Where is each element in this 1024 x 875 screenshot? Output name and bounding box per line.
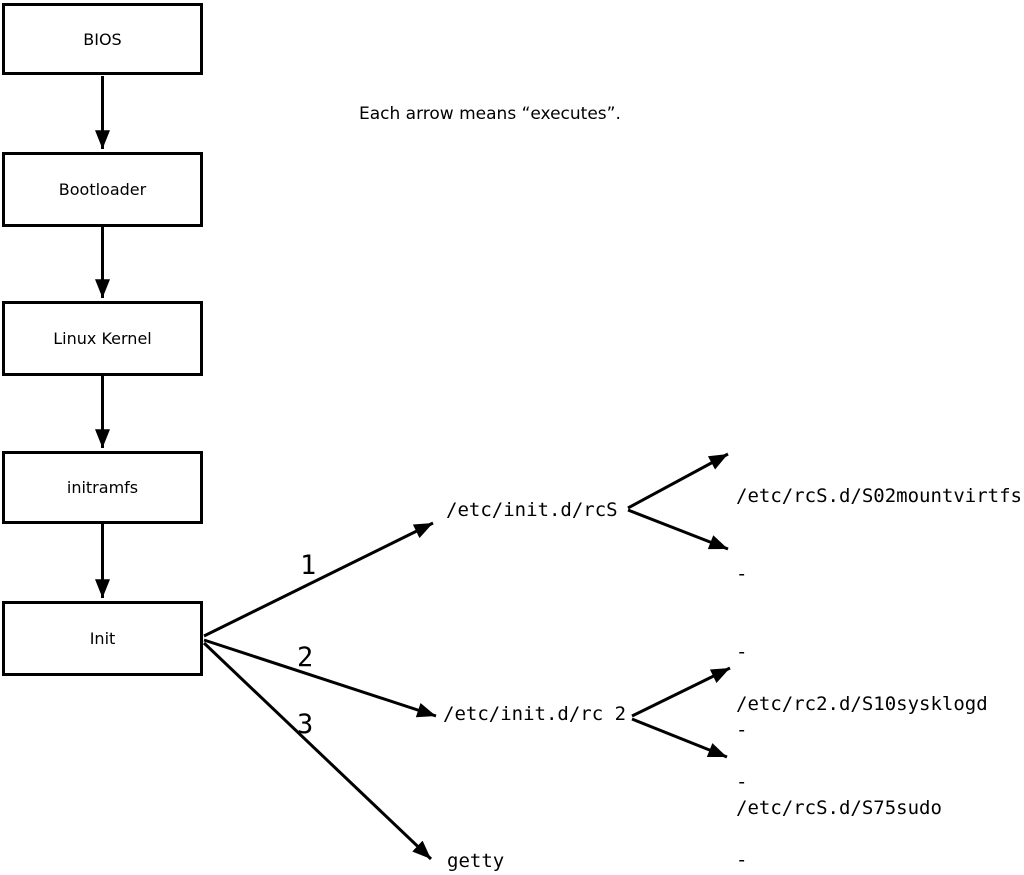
node-linux-kernel: Linux Kernel bbox=[2, 301, 203, 376]
target-getty-label: getty bbox=[447, 850, 505, 872]
node-bootloader-label: Bootloader bbox=[58, 180, 147, 199]
node-bios-label: BIOS bbox=[83, 29, 122, 49]
node-bootloader: Bootloader bbox=[2, 152, 203, 227]
node-init: Init bbox=[2, 601, 203, 676]
rcs-script-ellipsis-dash: - bbox=[736, 719, 748, 741]
branch-label-2: 2 bbox=[297, 642, 314, 673]
rc2-script-s10sysklogd: /etc/rc2.d/S10sysklogd bbox=[736, 693, 988, 715]
legend-note: Each arrow means “executes”. bbox=[359, 104, 621, 124]
rcs-script-s75sudo: /etc/rcS.d/S75sudo bbox=[736, 797, 942, 819]
arrow-init-to-rcs bbox=[203, 521, 434, 638]
branch-label-3: 3 bbox=[297, 709, 314, 740]
arrow-rc2-to-s10sysklogd bbox=[631, 666, 731, 718]
rcs-script-list: /etc/rcS.d/S02mountvirtfs - - - /etc/rcS… bbox=[736, 431, 1022, 873]
arrow-rc2-to-s99gdm bbox=[631, 717, 728, 759]
node-linux-kernel-label: Linux Kernel bbox=[53, 329, 152, 348]
rcs-script-ellipsis-dash: - bbox=[736, 563, 748, 585]
rc2-script-ellipsis-dash: - bbox=[736, 849, 748, 871]
arrow-init-to-rc2 bbox=[203, 638, 437, 718]
node-initramfs-label: initramfs bbox=[66, 478, 139, 497]
node-init-label: Init bbox=[89, 629, 116, 648]
rcs-script-s02mountvirtfs: /etc/rcS.d/S02mountvirtfs bbox=[736, 485, 1022, 507]
node-bios: BIOS bbox=[2, 3, 203, 75]
branch-label-1: 1 bbox=[300, 550, 317, 581]
target-rc2-label: /etc/init.d/rc 2 bbox=[443, 703, 627, 725]
arrow-rcs-to-s02mountvirtfs bbox=[627, 452, 729, 510]
rc2-script-list: /etc/rc2.d/S10sysklogd - - - /etc/rc2.d/… bbox=[736, 639, 988, 875]
arrow-rcs-to-s75sudo bbox=[627, 508, 729, 551]
node-initramfs: initramfs bbox=[2, 451, 203, 524]
rcs-script-ellipsis-dash: - bbox=[736, 641, 748, 663]
arrow-init-to-getty bbox=[202, 641, 433, 861]
target-rcs-label: /etc/init.d/rcS bbox=[446, 499, 618, 521]
rc2-script-ellipsis-dash: - bbox=[736, 771, 748, 793]
